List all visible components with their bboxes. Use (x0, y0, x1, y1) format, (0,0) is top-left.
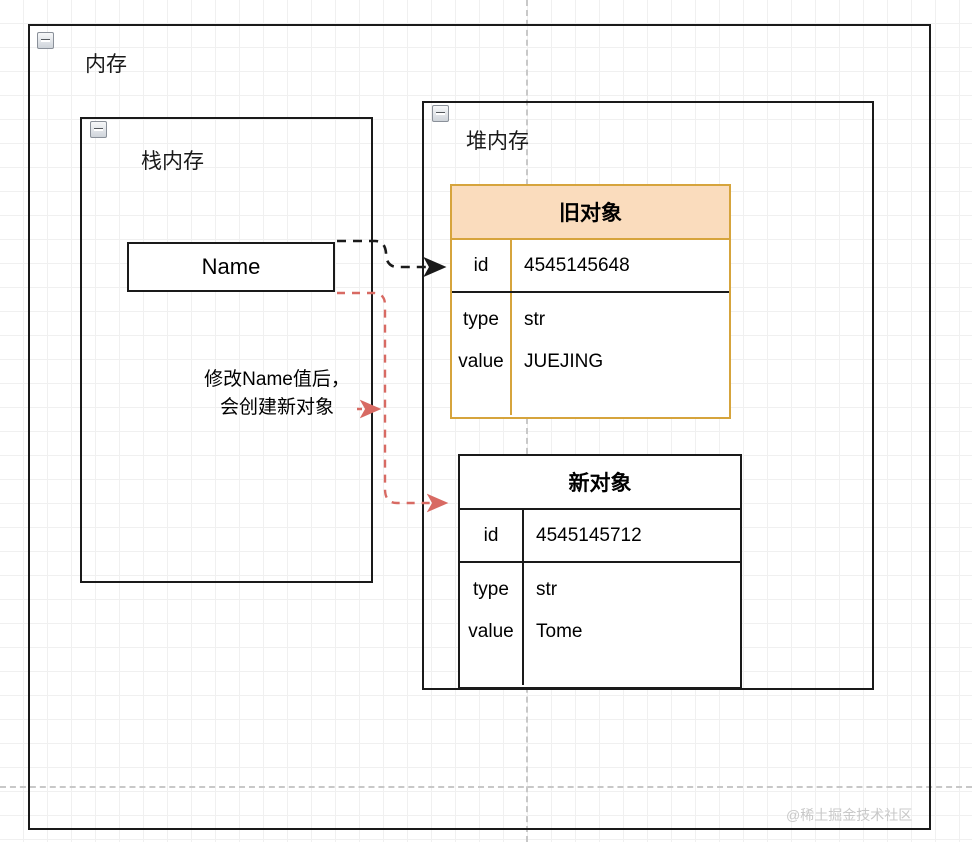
object-table-old[interactable]: 旧对象 id 4545145648 type str value JUEJING (450, 184, 731, 419)
container-outer-memory[interactable] (28, 24, 931, 830)
annotation-line-2: 会创建新对象 (219, 396, 334, 418)
object-table-old-title: 旧对象 (450, 184, 731, 240)
new-object-title: 新对象 (568, 472, 632, 495)
table-row: value Tome (460, 617, 740, 685)
annotation-modify-name: 修改Name值后， 会创建新对象 (182, 366, 372, 421)
row-key: id (452, 240, 512, 291)
row-value: str (524, 309, 546, 330)
container-stack-memory[interactable] (80, 117, 373, 583)
row-key: type (460, 563, 524, 617)
object-table-new[interactable]: 新对象 id 4545145712 type str value Tome (458, 454, 742, 689)
table-row: type str (460, 563, 740, 617)
collapse-icon-heap[interactable] (432, 105, 449, 122)
row-value: Tome (536, 621, 583, 642)
new-object-title-cell: 新对象 (458, 454, 742, 510)
row-value: JUEJING (524, 351, 604, 372)
old-object-title: 旧对象 (559, 202, 622, 225)
label-heap-memory: 堆内存 (466, 130, 529, 153)
label-outer-memory: 内存 (85, 53, 127, 76)
horizontal-guide-line (0, 786, 972, 788)
row-value: 4545145712 (536, 524, 642, 546)
vertical-guide-line (526, 0, 528, 842)
table-row: type str (452, 293, 729, 347)
annotation-line-1: 修改Name值后， (204, 369, 350, 390)
row-key: type (452, 293, 512, 347)
variable-box-name[interactable]: Name (127, 242, 335, 292)
table-row: id 4545145648 (452, 240, 729, 293)
collapse-icon-stack[interactable] (90, 121, 107, 138)
row-value: 4545145648 (524, 254, 630, 276)
table-row: value JUEJING (452, 347, 729, 415)
row-key: id (460, 510, 524, 561)
row-key: value (460, 617, 524, 685)
watermark: @稀土掘金技术社区 (786, 807, 913, 823)
row-key: value (452, 347, 512, 415)
variable-box-label: Name (201, 254, 261, 279)
table-row: id 4545145712 (460, 510, 740, 563)
collapse-icon-outer[interactable] (37, 32, 54, 49)
label-stack-memory: 栈内存 (141, 150, 204, 173)
row-value: str (536, 579, 558, 600)
